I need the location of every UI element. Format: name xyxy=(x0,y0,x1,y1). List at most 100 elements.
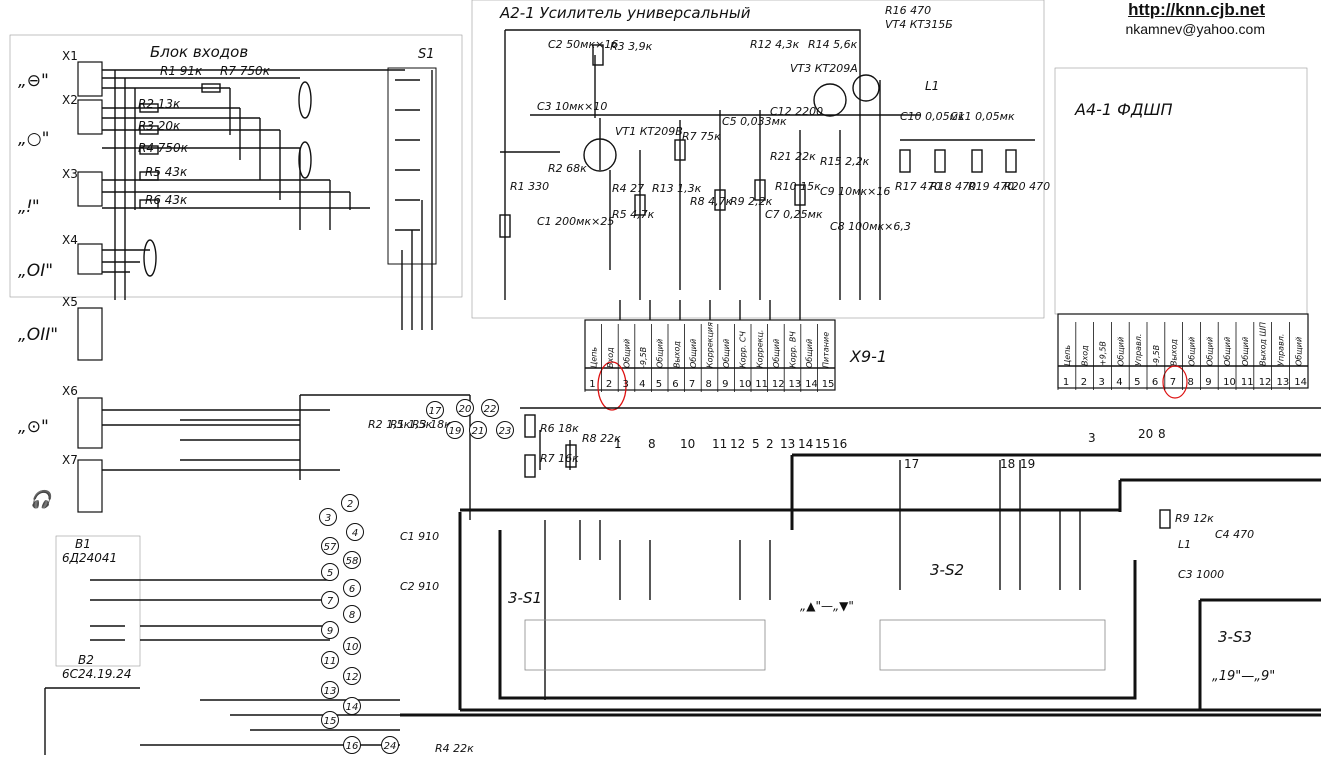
node-label-5: 5 xyxy=(327,568,333,579)
site-url[interactable]: http://knn.cjb.net xyxy=(1128,0,1265,19)
amp-conn-signal-15: Питание xyxy=(822,332,831,368)
filter-conn-pin-12: 12 xyxy=(1259,377,1272,388)
svg-text:19: 19 xyxy=(1020,457,1035,471)
svg-text:R19 470: R19 470 xyxy=(968,180,1014,193)
svg-text:R15 2,2к: R15 2,2к xyxy=(820,155,870,168)
svg-text:R8 22к: R8 22к xyxy=(582,432,621,445)
filter-conn-pin-7: 7 xyxy=(1170,377,1176,388)
amplifier-title: А2-1 Усилитель универсальный xyxy=(499,4,751,22)
amp-conn-signal-14: Общий xyxy=(805,339,814,368)
svg-text:X2: X2 xyxy=(62,93,78,107)
svg-text:R1 91к: R1 91к xyxy=(160,64,203,78)
amp-conn-pin-10: 10 xyxy=(739,379,752,390)
svg-text:R9 12к: R9 12к xyxy=(1175,512,1214,525)
node-label-58: 58 xyxy=(346,556,359,567)
input-block: Блок входов X1 X2 X3 X4 X5 X6 X7 „⊖" „○"… xyxy=(9,34,463,513)
amp-conn-pin-3: 3 xyxy=(623,379,629,390)
amp-conn-pin-5: 5 xyxy=(656,379,662,390)
svg-text:14: 14 xyxy=(798,437,813,451)
svg-text:20: 20 xyxy=(1138,427,1153,441)
svg-text:R4 27: R4 27 xyxy=(612,182,644,195)
amp-conn-pin-14: 14 xyxy=(805,379,818,390)
svg-text:C12 2200: C12 2200 xyxy=(770,105,823,118)
amp-conn-signal-13: Корр. ВЧ xyxy=(789,331,798,368)
filter-conn-signal-14: Общий xyxy=(1294,337,1303,366)
svg-text:3: 3 xyxy=(1088,431,1096,445)
svg-text:R18 470: R18 470 xyxy=(930,180,976,193)
amp-conn-signal-2: Вход xyxy=(606,347,615,368)
node-label-8: 8 xyxy=(349,610,355,621)
svg-text:R4 22к: R4 22к xyxy=(435,742,474,755)
amp-conn-pin-9: 9 xyxy=(722,379,728,390)
svg-text:R2 1,5к: R2 1,5к xyxy=(368,418,411,431)
input-label-x3: „ǃ" xyxy=(18,197,40,217)
svg-text:R20 470: R20 470 xyxy=(1004,180,1050,193)
amp-conn-signal-3: Общий xyxy=(623,339,632,368)
node-circle-19 xyxy=(446,421,464,439)
filter-conn-signal-12: Выход ШП xyxy=(1259,322,1268,366)
node-circle-7 xyxy=(321,591,339,609)
svg-text:C3 10мк×10: C3 10мк×10 xyxy=(537,100,607,113)
svg-text:8: 8 xyxy=(648,437,656,451)
filter-conn-signal-1: Цепь xyxy=(1063,345,1072,366)
node-label-13: 13 xyxy=(324,686,337,697)
amp-conn-pin-13: 13 xyxy=(789,379,802,390)
amp-conn-pin-7: 7 xyxy=(689,379,695,390)
amp-conn-pin-11: 11 xyxy=(755,379,768,390)
svg-text:R10 15к: R10 15к xyxy=(775,180,821,193)
filter-conn-signal-5: Управл. xyxy=(1134,334,1143,366)
highlight-mark-pin1 xyxy=(597,361,627,411)
node-label-16: 16 xyxy=(346,741,359,752)
node-circle-23 xyxy=(496,421,514,439)
svg-text:L1: L1 xyxy=(925,79,939,93)
svg-text:R21 22к: R21 22к xyxy=(770,150,816,163)
node-label-21: 21 xyxy=(472,426,485,437)
lower-wiring: 3-S1 3-S2 3-S3 „19"—„9" „▲"—„▼" R9 12к L… xyxy=(44,394,1321,755)
svg-text:6Д24041: 6Д24041 xyxy=(62,551,117,565)
svg-text:C2 50мк×16: C2 50мк×16 xyxy=(548,38,618,51)
svg-text:X4: X4 xyxy=(62,233,78,247)
svg-text:R7 75к: R7 75к xyxy=(682,130,721,143)
filter-conn-signal-9: Общий xyxy=(1205,337,1214,366)
svg-text:C1 200мк×25: C1 200мк×25 xyxy=(537,215,614,228)
svg-text:R16 470: R16 470 xyxy=(885,4,931,17)
amp-conn-pin-1: 1 xyxy=(589,379,595,390)
node-circle-4 xyxy=(346,523,364,541)
svg-text:16: 16 xyxy=(832,437,847,451)
filter-conn-pin-8: 8 xyxy=(1188,377,1194,388)
node-circle-57 xyxy=(321,537,339,555)
input-label-x1: „⊖" xyxy=(18,71,49,91)
svg-text:C3 1000: C3 1000 xyxy=(1178,568,1224,581)
svg-text:10: 10 xyxy=(680,437,695,451)
svg-text:C5 0,033мк: C5 0,033мк xyxy=(722,115,787,128)
amp-conn-signal-8: Коррекция xyxy=(706,322,715,368)
svg-text:18: 18 xyxy=(1000,457,1015,471)
node-circle-17 xyxy=(426,401,444,419)
switch-s2-label: 3-S2 xyxy=(930,561,964,579)
switch-s1-label: 3-S1 xyxy=(508,589,542,607)
node-circle-14 xyxy=(343,697,361,715)
amp-conn-pin-2: 2 xyxy=(606,379,612,390)
input-block-title: Блок входов xyxy=(150,43,248,61)
filter-conn-pin-10: 10 xyxy=(1223,377,1236,388)
svg-text:1: 1 xyxy=(614,437,622,451)
node-circle-6 xyxy=(343,579,361,597)
contact-email[interactable]: nkamnev@yahoo.com xyxy=(1125,21,1265,37)
node-label-11: 11 xyxy=(324,656,337,667)
amp-conn-pin-15: 15 xyxy=(822,379,835,390)
svg-text:R6 43к: R6 43к xyxy=(145,193,188,207)
filter-conn-pin-4: 4 xyxy=(1116,377,1122,388)
node-label-24: 24 xyxy=(384,741,397,752)
amp-conn-pin-12: 12 xyxy=(772,379,785,390)
svg-text:R17 470: R17 470 xyxy=(895,180,941,193)
svg-text:13: 13 xyxy=(780,437,795,451)
svg-text:R14 5,6к: R14 5,6к xyxy=(808,38,858,51)
node-label-10: 10 xyxy=(346,642,359,653)
node-circle-12 xyxy=(343,667,361,685)
svg-text:5: 5 xyxy=(752,437,760,451)
node-label-57: 57 xyxy=(324,542,337,553)
connector-label: Х9-1 xyxy=(849,347,887,366)
svg-text:8: 8 xyxy=(1158,427,1166,441)
